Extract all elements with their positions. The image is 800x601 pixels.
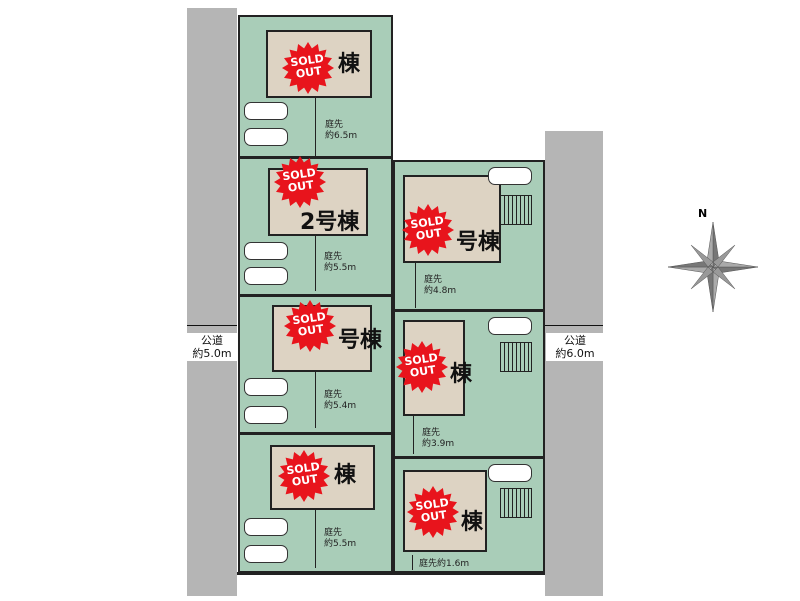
setback-label: 庭先約	[419, 559, 447, 569]
setback-text: 庭先約5.4m	[324, 390, 356, 412]
parked-car-icon	[244, 518, 288, 536]
parked-car-icon	[244, 267, 288, 285]
bottom-boundary	[237, 572, 545, 575]
setback-text: 庭先約1.6m	[419, 559, 469, 570]
setback-label: 庭先	[422, 428, 441, 438]
parked-car-icon	[244, 378, 288, 396]
starburst-icon	[278, 450, 330, 502]
stairs-icon	[500, 342, 532, 372]
starburst-icon	[402, 204, 454, 256]
setback-label: 庭先	[325, 120, 344, 130]
right-road-width-arrow	[545, 325, 603, 326]
setback-label: 庭先	[324, 252, 343, 262]
setback-value: 約6.5m	[325, 131, 358, 141]
starburst-icon	[396, 341, 448, 393]
setback-text: 庭先約6.5m	[325, 120, 357, 142]
right-public-road	[545, 131, 603, 596]
parked-car-icon	[244, 102, 288, 120]
building-label: 号棟	[456, 230, 501, 255]
right-road-width: 約6.0m	[555, 347, 595, 360]
parked-car-icon	[244, 242, 288, 260]
setback-value: 約5.5m	[324, 263, 357, 273]
parked-car-icon	[244, 406, 288, 424]
building-label: 号棟	[338, 328, 383, 353]
setback-value: 約5.4m	[324, 401, 357, 411]
left-road-label: 公道 約5.0m	[186, 333, 238, 361]
setback-arrow	[315, 372, 316, 428]
building-label: 棟	[450, 362, 473, 387]
starburst-icon	[274, 156, 326, 208]
setback-text: 庭先約5.5m	[324, 528, 356, 550]
setback-arrow	[415, 263, 416, 308]
building-label: 棟	[338, 52, 361, 77]
stairs-icon	[500, 195, 532, 225]
building-label: 棟	[461, 510, 484, 535]
setback-value: 約3.9m	[422, 439, 455, 449]
building-label: 棟	[334, 463, 357, 488]
setback-label: 庭先	[324, 528, 343, 538]
setback-text: 庭先約3.9m	[422, 428, 454, 450]
building-label: 2号棟	[300, 210, 360, 235]
setback-arrow	[315, 510, 316, 568]
compass-north-label: N	[698, 207, 708, 220]
stairs-icon	[500, 488, 532, 518]
starburst-icon	[282, 42, 334, 94]
starburst-icon	[284, 300, 336, 352]
left-road-name: 公道	[201, 334, 223, 347]
parked-car-icon	[244, 545, 288, 563]
parked-car-icon	[488, 167, 532, 185]
parked-car-icon	[244, 128, 288, 146]
compass-rose-icon	[668, 221, 758, 313]
left-public-road	[187, 8, 237, 596]
setback-value: 約4.8m	[424, 286, 457, 296]
setback-arrow	[413, 416, 414, 454]
compass: N	[668, 205, 758, 315]
setback-arrow	[412, 555, 413, 570]
setback-value: 約5.5m	[324, 539, 357, 549]
right-road-label: 公道 約6.0m	[546, 333, 604, 361]
setback-arrow	[315, 236, 316, 291]
left-road-width-arrow	[187, 325, 237, 326]
left-road-width: 約5.0m	[192, 347, 232, 360]
setback-label: 庭先	[424, 275, 443, 285]
parked-car-icon	[488, 317, 532, 335]
parked-car-icon	[488, 464, 532, 482]
right-road-name: 公道	[564, 334, 586, 347]
setback-text: 庭先約4.8m	[424, 275, 456, 297]
setback-label: 庭先	[324, 390, 343, 400]
setback-arrow	[315, 98, 316, 156]
setback-value: 1.6m	[446, 559, 470, 569]
setback-text: 庭先約5.5m	[324, 252, 356, 274]
starburst-icon	[407, 486, 459, 538]
